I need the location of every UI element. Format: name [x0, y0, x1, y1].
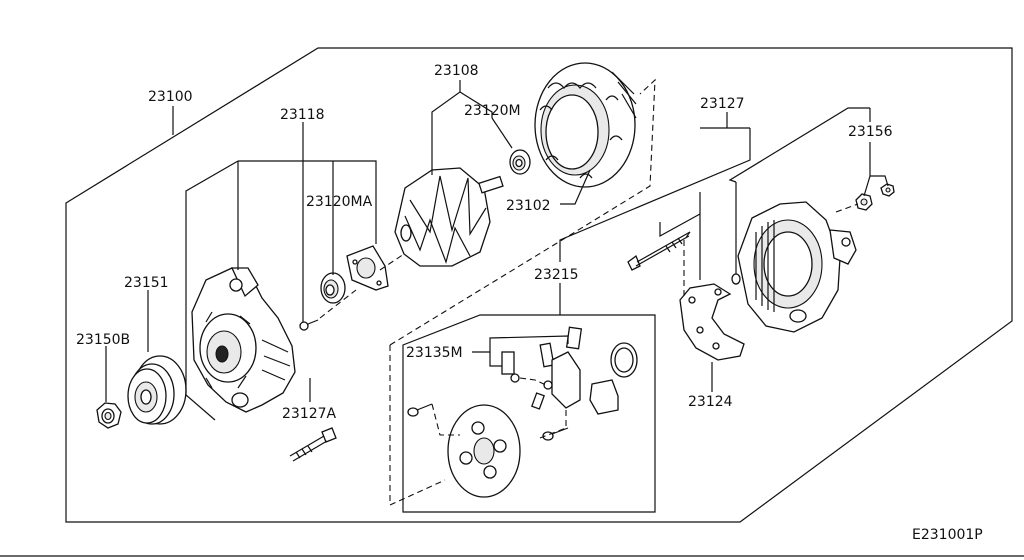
label-23120ma: 23120MA — [306, 194, 373, 210]
screw-23118 — [299, 319, 319, 331]
label-23108: 23108 — [434, 63, 479, 79]
label-23215: 23215 — [534, 267, 579, 283]
rotor-23108 — [394, 167, 504, 267]
rear-housing — [737, 201, 857, 333]
alignment-lines — [319, 78, 859, 506]
label-23120m: 23120M — [464, 103, 521, 119]
rectifier-23124 — [679, 283, 745, 361]
label-23124: 23124 — [688, 394, 733, 410]
bearing-retainer-plate — [346, 245, 389, 291]
through-bolt-23127a — [289, 427, 337, 462]
front-housing — [191, 267, 296, 413]
kit-screw — [407, 403, 433, 417]
nuts-23156 — [855, 183, 895, 211]
rear-cover-plate — [447, 404, 521, 498]
bearing-23120ma — [320, 272, 346, 304]
stator-23102 — [534, 62, 637, 188]
nut-23150b — [96, 402, 122, 429]
label-23102: 23102 — [506, 198, 551, 214]
label-23156: 23156 — [848, 124, 893, 140]
label-23150b: 23150B — [76, 332, 130, 348]
washer-rear — [731, 273, 741, 285]
label-23127: 23127 — [700, 96, 745, 112]
bearing-23120m — [509, 149, 531, 175]
brush-kit-boundary — [402, 314, 656, 513]
label-23135m: 23135M — [406, 345, 463, 361]
label-23151: 23151 — [124, 275, 169, 291]
pulley-23151 — [127, 355, 187, 425]
assembly-boundary — [65, 47, 1013, 523]
brush-holder-parts — [501, 326, 638, 441]
leader-lines — [105, 80, 889, 421]
label-23118: 23118 — [280, 107, 325, 123]
diagram-code: E231001P — [912, 527, 983, 543]
through-bolt-23127 — [627, 231, 691, 271]
label-23127a: 23127A — [282, 406, 337, 422]
label-23100: 23100 — [148, 89, 193, 105]
